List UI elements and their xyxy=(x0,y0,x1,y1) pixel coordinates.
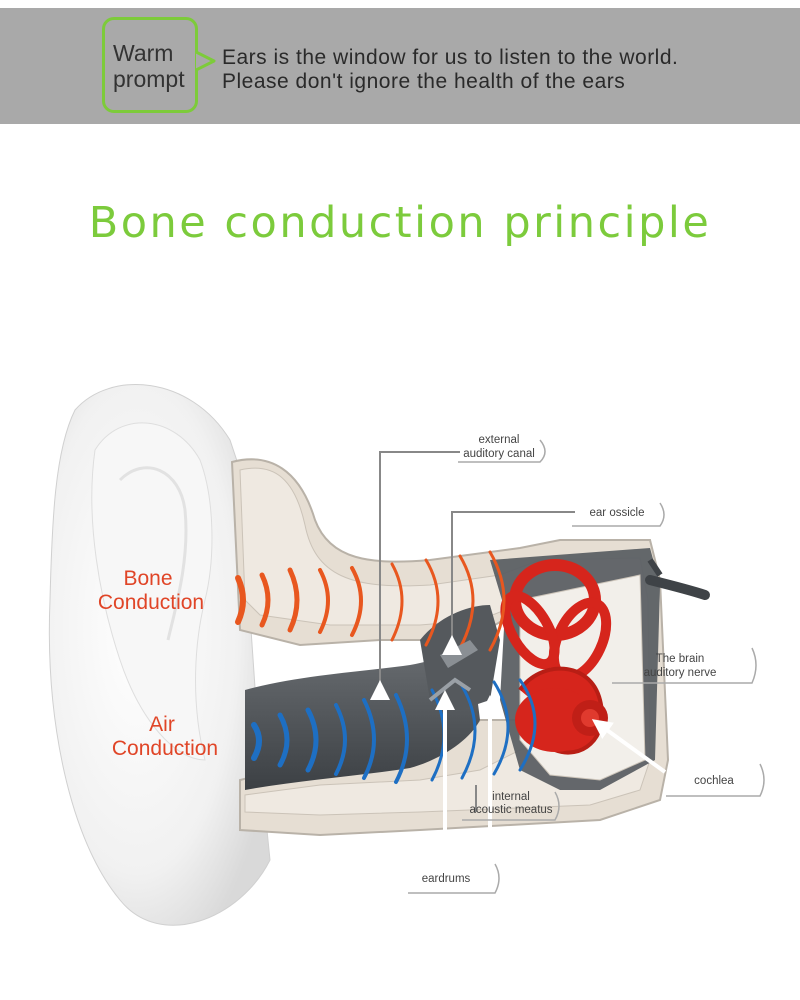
warm-prompt-box xyxy=(102,17,198,113)
eardrums-label: eardrums xyxy=(422,873,471,885)
ear-ossicle-label: ear ossicle xyxy=(590,507,645,519)
callout-lines xyxy=(379,451,575,812)
inner-ear-cochlea-icon xyxy=(500,559,612,755)
callout-boxes xyxy=(408,439,765,894)
bone-conduction-label-line1: Bone xyxy=(123,567,172,590)
bone-conduction-label-line2: Conduction xyxy=(98,591,204,614)
external-canal-label-line2: auditory canal xyxy=(463,448,535,460)
brain-nerve-label-line2: auditory nerve xyxy=(644,667,717,679)
bone-conduction-waves xyxy=(235,550,506,652)
speech-bubble-tail-icon xyxy=(196,50,216,72)
cochlea-label: cochlea xyxy=(694,775,734,787)
outer-ear xyxy=(48,384,271,926)
air-conduction-label-line2: Conduction xyxy=(112,737,218,760)
air-conduction-waves xyxy=(251,678,537,784)
banner-message-line2: Please don't ignore the health of the ea… xyxy=(222,70,626,93)
external-canal-label-line1: external xyxy=(479,434,520,446)
prompt-label-line1: Warm xyxy=(113,40,174,66)
air-conduction-label-line1: Air xyxy=(149,713,175,736)
prompt-label-line2: prompt xyxy=(113,66,185,92)
page-title: Bone conduction principle xyxy=(88,198,712,248)
brain-nerve-label-line1: The brain xyxy=(656,653,705,665)
internal-meatus-label-line1: internal xyxy=(492,791,530,803)
ear-diagram: Bone Conduction Air Conduction external … xyxy=(48,384,765,926)
banner-message-line1: Ears is the window for us to listen to t… xyxy=(222,46,679,69)
internal-meatus-label-line2: acoustic meatus xyxy=(469,804,552,816)
pointer-arrows xyxy=(370,635,667,870)
